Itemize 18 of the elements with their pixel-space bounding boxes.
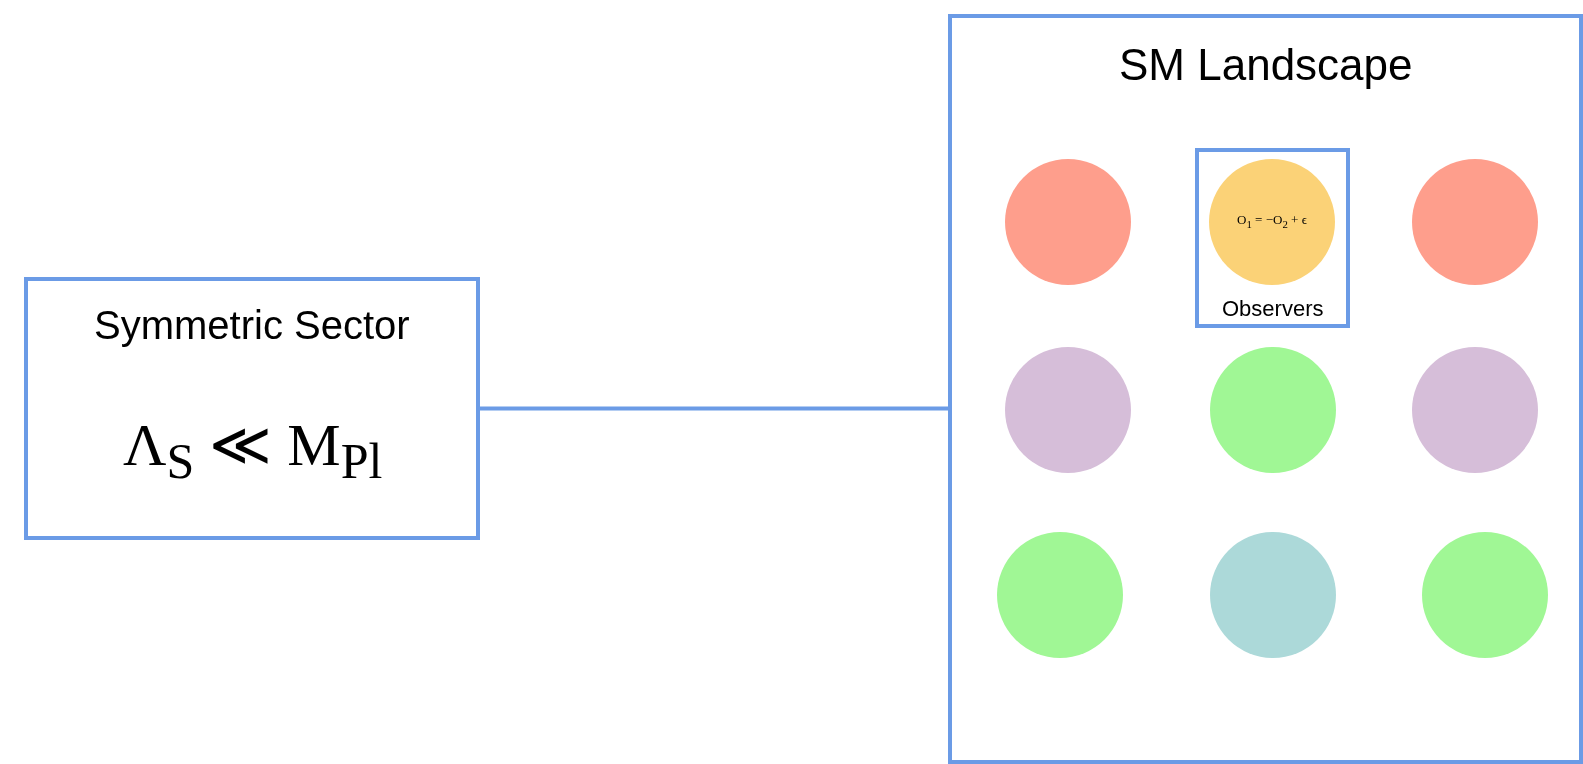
box-title: Symmetric Sector	[94, 303, 410, 348]
sector-box	[24, 277, 480, 540]
circle-node	[1005, 159, 1131, 285]
box-title: SM Landscape	[1119, 40, 1413, 90]
circle-node	[1209, 159, 1335, 285]
circle-node	[1422, 532, 1548, 658]
circle-node	[1412, 347, 1538, 473]
circle-node	[1210, 347, 1336, 473]
circle-node	[1412, 159, 1538, 285]
formula: O$_{1}$ = −O$_{2}$ + ϵ	[1237, 212, 1307, 230]
connector-line	[480, 406, 948, 411]
landscape-box	[948, 14, 1583, 764]
box-label: Observers	[1222, 296, 1324, 322]
circle-node	[997, 532, 1123, 658]
formula: Λ$_{S}$ ≪ M$_{Pl}$	[123, 411, 383, 490]
observers-box	[1195, 148, 1350, 328]
circle-node	[1210, 532, 1336, 658]
circle-node	[1005, 347, 1131, 473]
